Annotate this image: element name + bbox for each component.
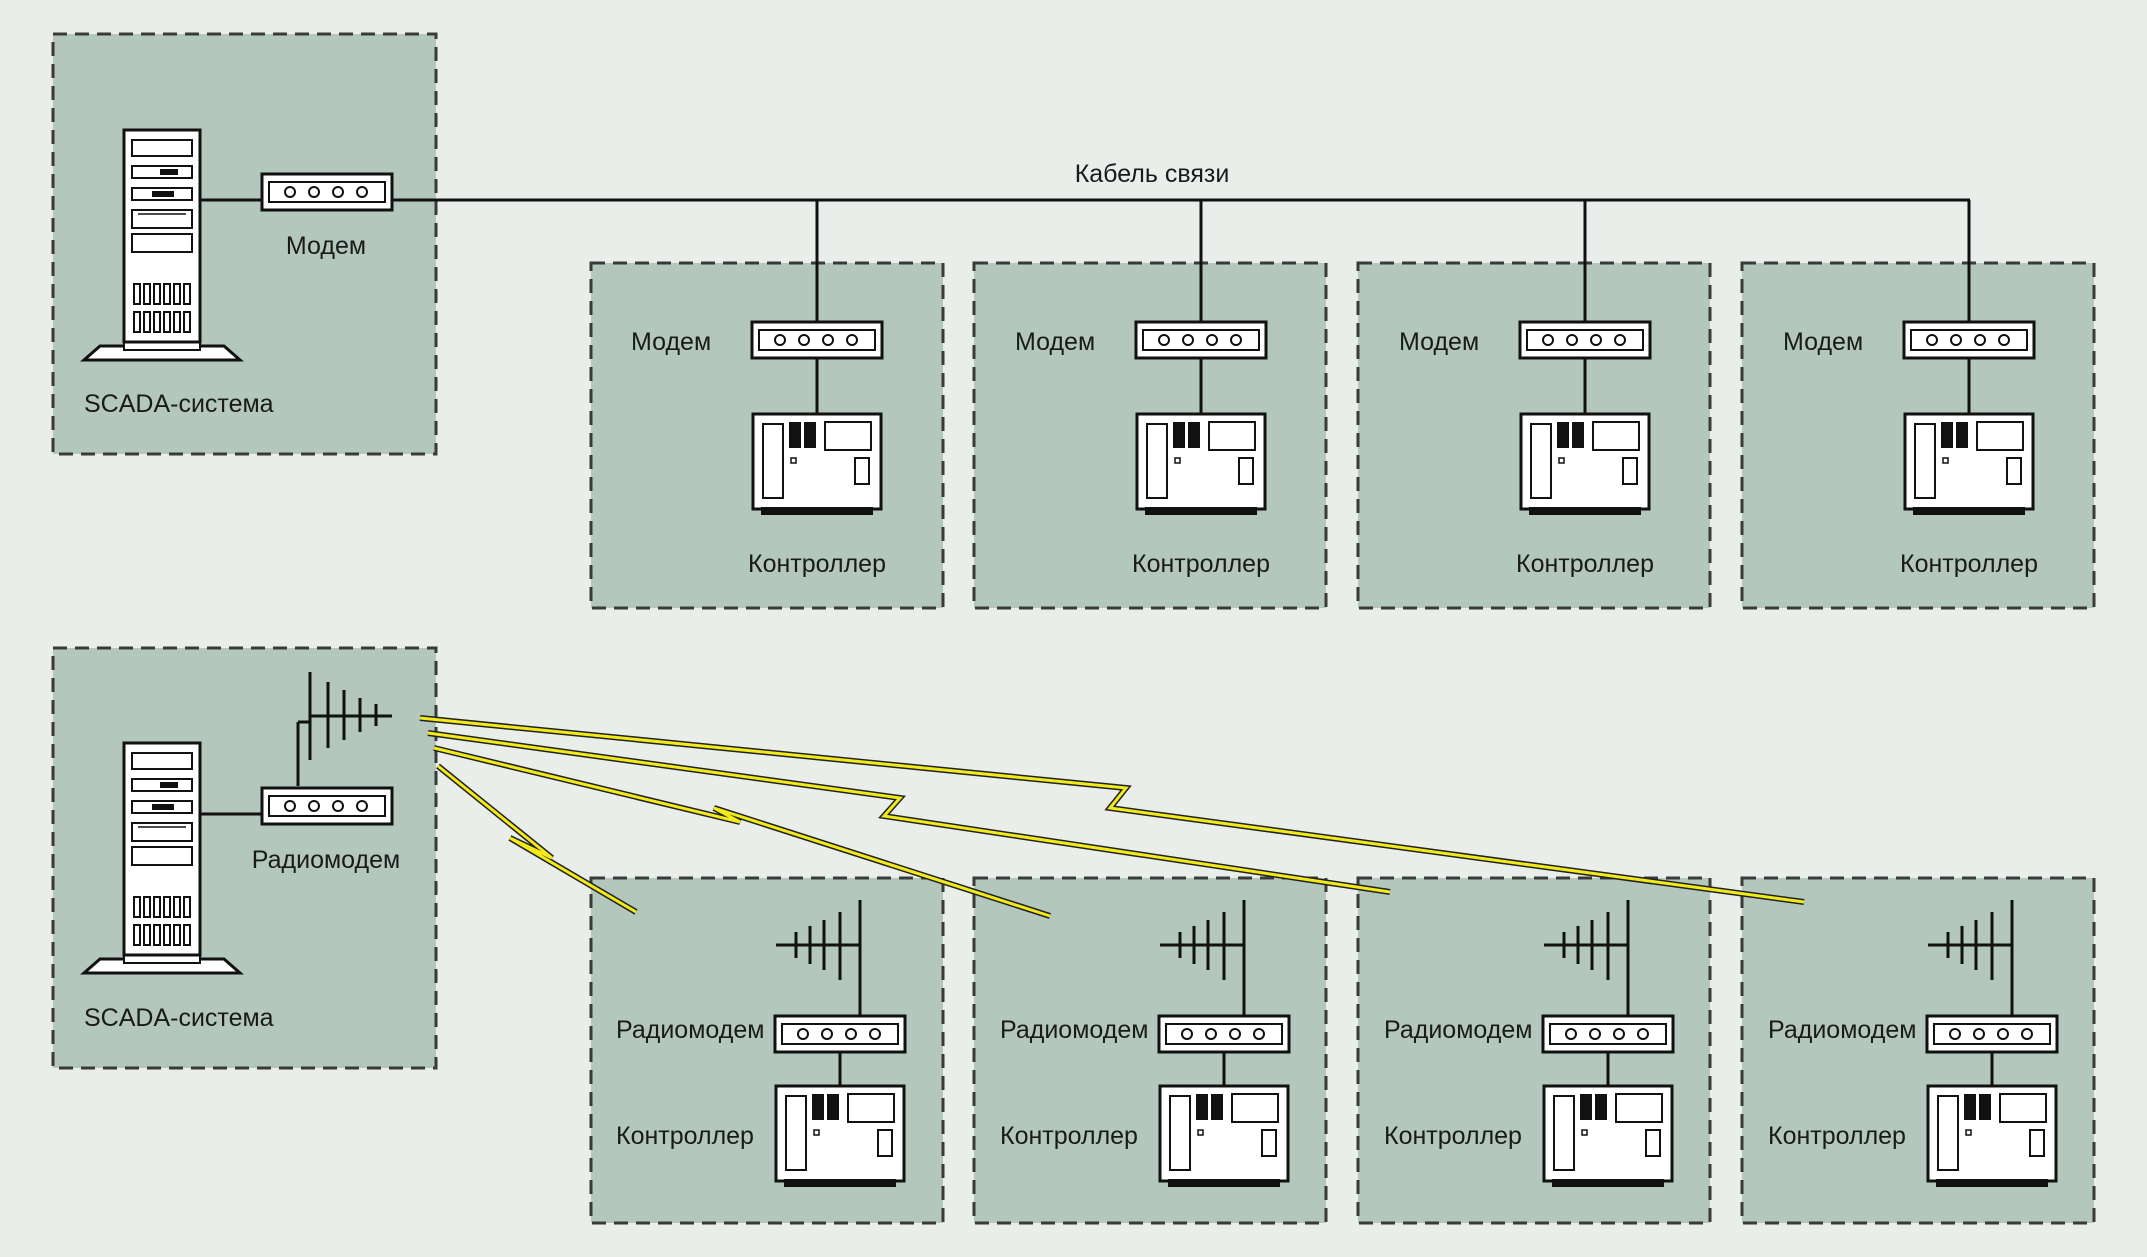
scada-radiomodem-label: Радиомодем xyxy=(252,846,400,874)
scada-system-label: SCADA-система xyxy=(84,390,274,418)
radio-scheme: Радиомодем SCADA-система Радиомодем Конт… xyxy=(51,646,2096,1225)
node-controller-label: Контроллер xyxy=(1516,550,1654,578)
controller-icon xyxy=(1903,412,2035,517)
controller-icon xyxy=(1519,412,1651,517)
modem-icon xyxy=(750,320,884,360)
controller-icon xyxy=(774,1084,906,1189)
modem-icon xyxy=(1925,1014,2059,1054)
modem-icon xyxy=(1541,1014,1675,1054)
node-radiomodem-label: Радиомодем xyxy=(1000,1016,1148,1044)
scada-system-label: SCADA-система xyxy=(84,1004,274,1032)
node-controller-label: Контроллер xyxy=(616,1122,754,1150)
node-radiomodem-label: Радиомодем xyxy=(616,1016,764,1044)
node-controller-label: Контроллер xyxy=(1132,550,1270,578)
controller-icon xyxy=(1542,1084,1674,1189)
controller-icon xyxy=(1135,412,1267,517)
scada-panel-wired xyxy=(51,32,438,456)
node-controller-label: Контроллер xyxy=(1900,550,2038,578)
controller-icon xyxy=(751,412,883,517)
wired-scheme: Кабель связи Модем SCADA-система Модем К… xyxy=(51,32,2096,610)
scada-panel-radio xyxy=(51,646,438,1070)
modem-icon xyxy=(773,1014,907,1054)
antenna-icon xyxy=(296,672,392,786)
lightning-link-icon xyxy=(419,715,1805,919)
node-modem-label: Модем xyxy=(631,328,711,356)
controller-icon xyxy=(1158,1084,1290,1189)
scada-modem-label: Модем xyxy=(286,232,366,260)
node-controller-label: Контроллер xyxy=(1768,1122,1906,1150)
modem-icon xyxy=(1157,1014,1291,1054)
node-controller-label: Контроллер xyxy=(1000,1122,1138,1150)
node-controller-label: Контроллер xyxy=(748,550,886,578)
modem-icon xyxy=(1902,320,2036,360)
modem-icon xyxy=(1518,320,1652,360)
node-radiomodem-label: Радиомодем xyxy=(1768,1016,1916,1044)
node-modem-label: Модем xyxy=(1399,328,1479,356)
node-modem-label: Модем xyxy=(1783,328,1863,356)
modem-icon xyxy=(260,786,394,826)
modem-icon xyxy=(260,172,394,212)
modem-icon xyxy=(1134,320,1268,360)
node-controller-label: Контроллер xyxy=(1384,1122,1522,1150)
communication-cable xyxy=(200,198,1971,414)
node-modem-label: Модем xyxy=(1015,328,1095,356)
cable-label: Кабель связи xyxy=(1075,160,1230,188)
controller-icon xyxy=(1926,1084,2058,1189)
node-radiomodem-label: Радиомодем xyxy=(1384,1016,1532,1044)
